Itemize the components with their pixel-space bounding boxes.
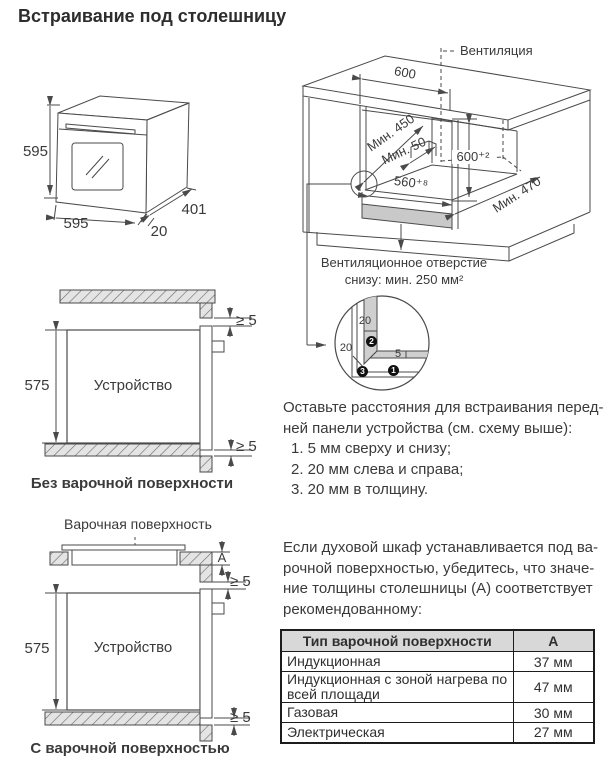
hob-a-dim-label: А	[217, 550, 227, 565]
hob-caption: С варочной поверхностью	[30, 740, 230, 757]
hob-gap-bottom-label: ≥ 5	[230, 709, 251, 726]
hob-section-drawing	[42, 537, 250, 742]
spacing-note-item3: 3. 20 мм в толщину.	[291, 481, 429, 498]
table-cell-type: Индукционная с зоной нагрева по всей пло…	[280, 671, 514, 703]
table-cell-a: 47 мм	[512, 671, 595, 703]
no-hob-section-drawing	[42, 289, 252, 473]
hob-height-label: 575	[24, 640, 50, 657]
detail-dim-5-label: 5	[394, 348, 402, 360]
table-cell-a: 27 мм	[512, 722, 595, 743]
detail-badge-2: 2	[366, 336, 377, 347]
spacing-note-item1: 1. 5 мм сверху и снизу;	[291, 440, 452, 457]
spacing-note-line1: Оставьте расстояния для встраивания пере…	[283, 399, 604, 416]
detail-badge-3: 3	[357, 366, 368, 377]
table-cell-type: Индукционная	[280, 651, 514, 672]
detail-dim-top-label: 20	[358, 315, 372, 327]
no-hob-height-label: 575	[24, 377, 50, 394]
oven-isometric-drawing	[44, 95, 197, 227]
hob-device-label: Устройство	[93, 639, 173, 656]
table-header-type: Тип варочной поверхности	[280, 629, 514, 652]
niche-height-label: 600⁺²	[452, 149, 494, 165]
ventilation-label: Вентиляция	[460, 43, 533, 58]
vent-note-line2: снизу: мин. 250 мм²	[344, 272, 464, 287]
table-row: Индукционная 37 мм	[280, 651, 595, 672]
detail-dim-left-label: 20	[339, 342, 353, 354]
oven-height-label: 595	[22, 143, 48, 160]
spacing-note: Оставьте расстояния для встраивания пере…	[283, 398, 605, 501]
cabinet-isometric-drawing	[301, 48, 592, 345]
page-title: Встраивание под столешницу	[18, 6, 287, 26]
detail-badge-1: 1	[388, 365, 399, 376]
table-cell-a: 30 мм	[512, 702, 595, 723]
oven-width-label: 595	[63, 215, 89, 232]
hob-note-line1: Если духовой шкаф устанавливается под ва…	[283, 539, 598, 556]
no-hob-gap-bottom-label: ≥ 5	[236, 438, 257, 455]
table-header-a: А	[512, 629, 595, 652]
table-cell-type: Газовая	[280, 702, 514, 723]
hob-thickness-table: Тип варочной поверхности А Индукционная …	[280, 629, 595, 744]
table-header-row: Тип варочной поверхности А	[280, 629, 595, 652]
no-hob-gap-top-label: ≥ 5	[236, 312, 257, 329]
table-cell-type: Электрическая	[280, 722, 514, 743]
hob-gap-top-label: ≥ 5	[230, 573, 251, 590]
hob-note-line2: рочной поверхностью, убедитесь, что знач…	[283, 559, 595, 577]
spacing-note-item2: 2. 20 мм слева и справа;	[291, 460, 464, 478]
oven-front-depth-label: 20	[150, 223, 168, 240]
oven-depth-label: 401	[181, 201, 207, 218]
hob-note: Если духовой шкаф устанавливается под ва…	[283, 538, 607, 620]
table-row: Индукционная с зоной нагрева по всей пло…	[280, 671, 595, 703]
no-hob-device-label: Устройство	[93, 377, 173, 394]
table-cell-a: 37 мм	[512, 651, 595, 672]
table-row: Газовая 30 мм	[280, 702, 595, 723]
hob-note-line4: рекомендованному:	[283, 600, 422, 618]
hob-note-line3: ние толщины столешницы (А) соответствует	[283, 580, 593, 597]
table-row: Электрическая 27 мм	[280, 722, 595, 743]
no-hob-caption: Без варочной поверхности	[30, 475, 234, 492]
hob-surface-label: Варочная поверхность	[64, 516, 212, 532]
vent-note-line1: Вентиляционное отверстие	[320, 255, 488, 270]
spacing-note-line2: ней панели устройства (см. схему выше):	[283, 419, 573, 437]
